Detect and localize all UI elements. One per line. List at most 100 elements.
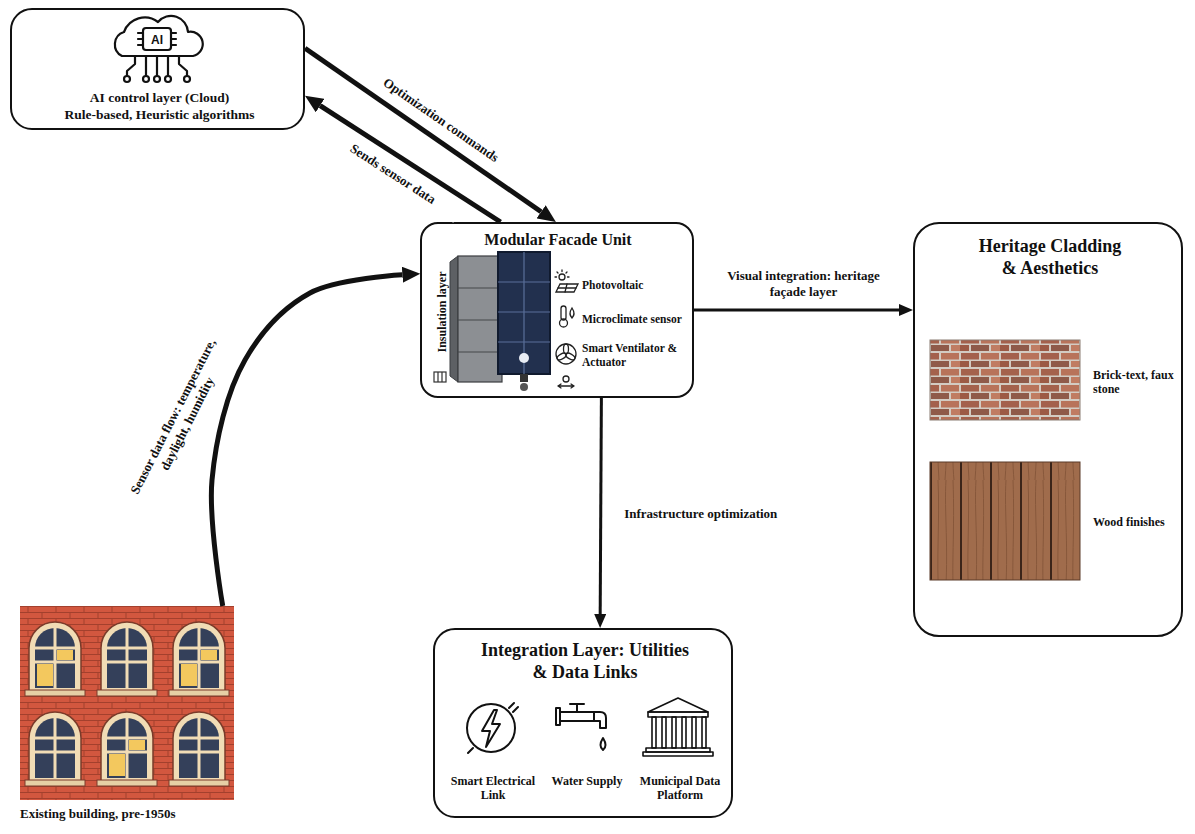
municipal-building-icon [702,717,706,748]
building-illustration [97,622,157,696]
municipal-building-icon [652,717,656,748]
cloud-ai-icon [143,28,171,50]
cloud-ai-icon [124,76,130,82]
edge-label: Visual integration: heritage façade laye… [721,268,885,299]
municipal-building-icon [648,712,708,717]
flow-arrow [320,106,500,222]
component-icons [556,344,576,364]
component-label: Smart Ventilator & Actuator [582,342,690,370]
municipal-building-icon [692,717,696,748]
component-icons [560,319,568,327]
component-label: Photovoltaic [582,279,690,293]
cloud-ai-icon [138,33,176,45]
utility-label: Municipal Data Platform [634,774,726,803]
water-tap-icon [560,712,594,721]
municipal-building-icon [643,698,713,756]
material-label: Brick-text, faux stone [1093,368,1177,397]
component-icons [558,284,576,292]
component-icons [563,376,569,382]
water-tap-icon [556,704,606,750]
component-label: Microclimate sensor [582,313,690,327]
cloud-ai-icon [143,76,149,82]
municipal-building-icon [672,717,676,748]
facade-module-illustration [434,252,550,391]
electrical-icon [468,703,518,753]
box-subtitle: Rule-based, Heuristic algorithms [22,107,297,123]
municipal-building-icon [682,717,686,748]
building-caption: Existing building, pre-1950s [20,806,234,822]
flow-arrow [305,48,541,211]
facade-module-illustration [434,372,446,382]
heritage-cladding-box: Heritage Cladding & AestheticsBrick-text… [913,222,1183,637]
cloud-ai-icon [127,56,187,76]
flow-arrow [694,308,899,311]
water-tap-icon [601,738,606,750]
electrical-icon [467,703,518,753]
building-illustration [25,712,85,786]
component-icons [555,270,578,388]
building-illustration [169,622,229,696]
municipal-building-icon [648,698,708,712]
box-title: Modular Facade Unit [433,230,683,249]
brick-sample [930,340,1080,420]
municipal-building-icon [643,752,713,756]
municipal-building-icon [662,717,666,748]
wood-sample [930,462,1080,580]
building-illustration [20,606,234,800]
component-icons [559,274,565,280]
facade-module-illustration [520,374,528,382]
integration-layer-box: Integration Layer: Utilities & Data Link… [433,628,733,818]
cloud-ai-icon [115,16,203,56]
cloud-ai-icon [184,76,190,82]
utility-label: Water Supply [543,774,631,788]
facade-module-illustration [434,372,446,382]
facade-module-illustration [498,252,550,374]
brick-sample [930,340,1080,420]
component-icons [556,284,578,292]
edge-label: Infrastructure optimization [609,506,793,522]
wood-sample [930,462,1080,580]
facade-module-illustration [498,252,550,374]
utility-label: Smart Electrical Link [443,774,543,803]
edge-label: Optimization commands [365,64,517,176]
electrical-icon [482,710,500,747]
component-icons [556,352,567,361]
layer-label: Insulation layer [435,257,449,367]
component-icons [558,384,574,388]
water-tap-icon [594,712,606,728]
control-layer-box: AI control layer (Cloud)Rule-based, Heur… [10,8,305,130]
chip-label: AI [142,34,172,46]
component-icons [555,270,569,277]
flow-arrow [211,275,402,606]
flow-arrow [600,398,601,614]
facade-module-illustration [520,383,528,391]
edge-label: Sensor data flow: temperature, daylight,… [115,313,244,527]
facade-module-illustration [458,288,502,352]
water-tap-icon [570,704,584,712]
facade-module-illustration [519,353,529,363]
component-icons [561,306,566,320]
building-illustration [25,622,85,696]
electrical-icon [467,704,515,752]
box-title: Heritage Cladding & Aesthetics [973,236,1128,279]
facade-module-illustration [458,256,502,382]
material-label: Wood finishes [1093,515,1177,529]
cloud-ai-icon [115,16,203,82]
component-icons [570,308,574,318]
edge-label: Sends sensor data [324,126,462,223]
existing-building: Existing building, pre-1950s [20,606,238,830]
building-illustration [20,606,234,800]
cloud-ai-icon [165,76,171,82]
building-illustration [97,712,157,786]
facade-module-illustration [450,256,458,382]
box-title: Integration Layer: Utilities & Data Link… [478,640,693,683]
box-title: AI control layer (Cloud) [22,90,297,106]
facade-unit-box: Modular Facade UnitInsulation layer Photo… [420,222,694,398]
cloud-ai-icon [154,76,160,82]
building-illustration [169,712,229,786]
